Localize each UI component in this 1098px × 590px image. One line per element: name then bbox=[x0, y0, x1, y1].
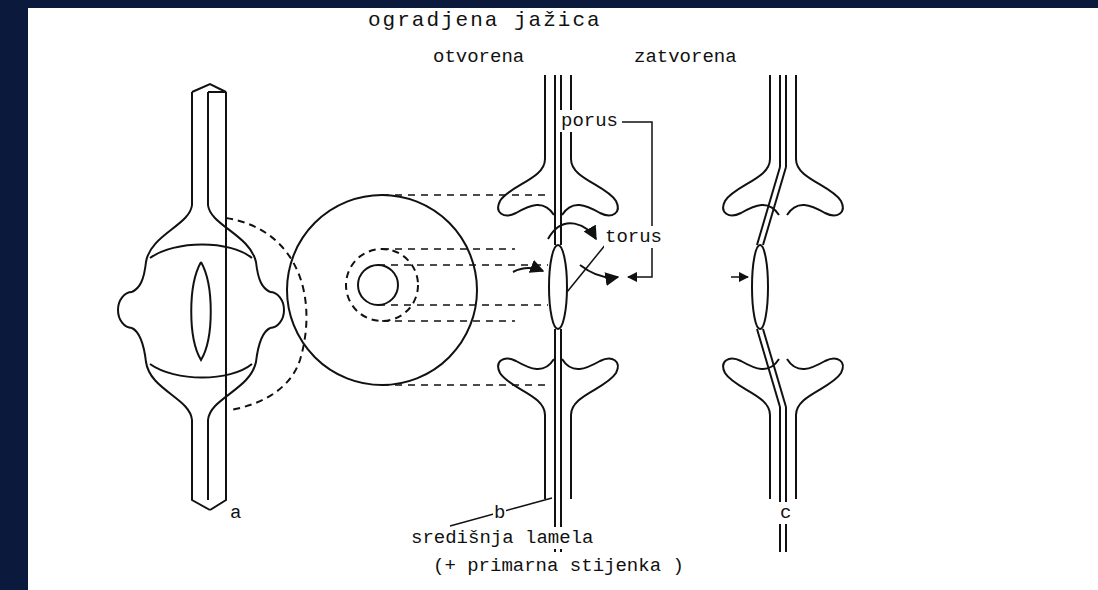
pit-3d-view bbox=[118, 84, 306, 510]
part-label: porus bbox=[560, 110, 619, 132]
state-label: zatvorena bbox=[633, 46, 738, 68]
pit-group-title: ogradjena jažica bbox=[367, 10, 603, 32]
part-label: središnja lamela bbox=[410, 527, 594, 549]
pit-face-view bbox=[287, 195, 477, 385]
open-pit-section bbox=[498, 75, 618, 552]
closed-pit-section bbox=[723, 75, 843, 552]
paper-ground bbox=[28, 8, 1098, 590]
projection-lines bbox=[378, 195, 548, 385]
state-label: otvorena bbox=[432, 46, 525, 68]
part-label: (+ primarna stijenka ) bbox=[432, 555, 685, 577]
figure-letter: c bbox=[779, 502, 792, 524]
leader-lines bbox=[450, 122, 652, 526]
figure-letter: a bbox=[229, 502, 242, 524]
figure-letter: b bbox=[493, 502, 506, 524]
part-label: torus bbox=[604, 226, 663, 248]
